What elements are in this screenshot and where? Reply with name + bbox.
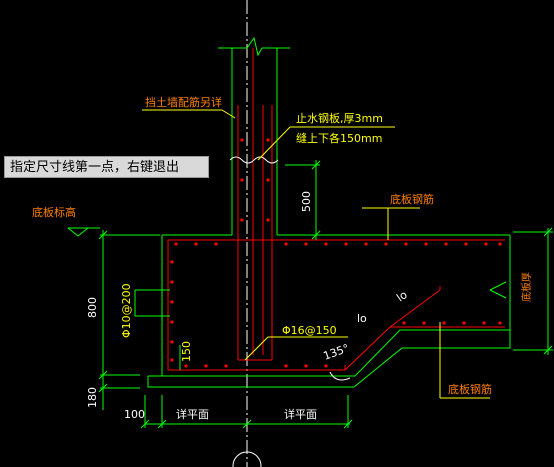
label-retaining-wall: 挡土墙配筋另详 (145, 95, 222, 109)
rebar-lines (167, 48, 505, 371)
wall-outline (218, 36, 290, 235)
slab-outline (147, 234, 511, 388)
hook-arc (329, 371, 351, 381)
dim-500: 500 (300, 191, 313, 212)
label-lo-diagonal: lo (394, 288, 410, 304)
dim-100: 100 (124, 408, 145, 421)
axis-bubble (232, 451, 262, 467)
rebar-dots (170, 138, 502, 368)
label-angle: 135° (322, 342, 351, 363)
label-floor-rebar-bottom: 底板钢筋 (448, 382, 492, 396)
label-waterstop: 止水钢板,厚3mm (296, 111, 383, 125)
waterstop-symbol (229, 156, 279, 164)
dim-800: 800 (86, 297, 99, 318)
label-plan-right: 详平面 (284, 407, 317, 421)
label-floor-rebar-top: 底板钢筋 (390, 192, 434, 206)
dim-150: 150 (180, 341, 193, 362)
label-bar-spec: Φ16@150 (282, 324, 337, 337)
label-lo-horizontal: lo (357, 312, 367, 325)
label-plan-left: 详平面 (176, 407, 209, 421)
label-floor-elevation: 底板标高 (32, 205, 76, 219)
label-floor-thickness: 底板厚 (520, 272, 533, 302)
command-prompt-tooltip: 指定尺寸线第一点，右键退出 (4, 156, 209, 178)
dimension-lines (67, 160, 553, 429)
label-seam: 缝上下各150mm (296, 131, 382, 145)
dim-180: 180 (86, 387, 99, 408)
leader-lines (142, 109, 490, 399)
label-stirrup: Φ10@200 (120, 283, 133, 338)
